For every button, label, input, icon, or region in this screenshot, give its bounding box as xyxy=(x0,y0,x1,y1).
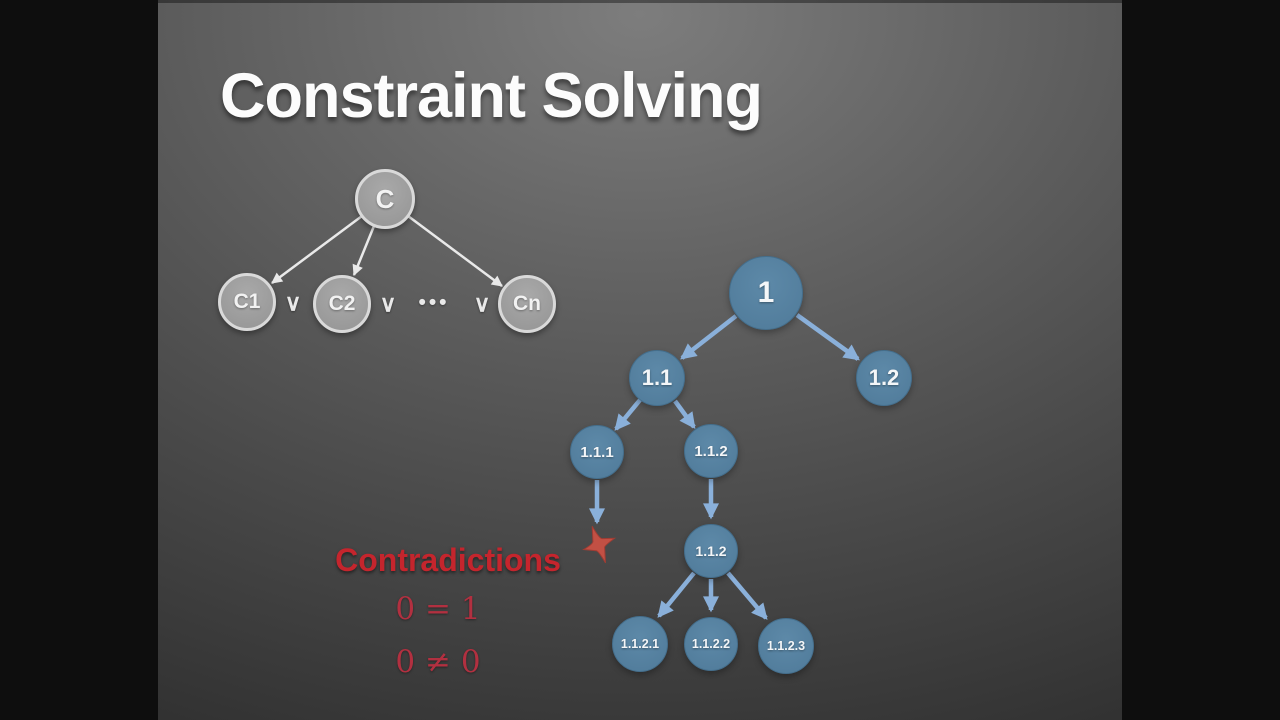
contradictions-heading: Contradictions xyxy=(335,542,561,578)
search-node-1.1.2.1: 1.1.2.1 xyxy=(612,616,668,672)
search-node-1.1.1: 1.1.1 xyxy=(570,425,624,479)
contradiction-equation-2: 0 ≠ 0 xyxy=(395,644,481,680)
clause-node-c: C xyxy=(355,169,415,229)
arrow-c-to-cn xyxy=(407,214,503,288)
search-node-1.1.2.3: 1.1.2.3 xyxy=(758,618,814,674)
arrow-c-to-c2 xyxy=(352,225,376,277)
arrow-1.1-to-1.1.2 xyxy=(673,399,696,429)
search-node-1.1: 1.1 xyxy=(629,350,685,406)
slide-top-edge xyxy=(158,0,1122,3)
search-tree-arrows xyxy=(589,313,860,620)
search-node-1: 1 xyxy=(729,256,803,330)
or-symbol-3: ∨ xyxy=(473,290,491,317)
or-symbol-1: ∨ xyxy=(284,289,302,316)
search-node-1.1.2-expanded: 1.1.2 xyxy=(684,524,738,578)
clause-node-c1: C1 xyxy=(218,273,276,331)
or-symbol-2: ∨ xyxy=(379,290,397,317)
clause-node-c2: C2 xyxy=(313,275,371,333)
arrow-1.1.2-to-1.1.2.1 xyxy=(657,571,696,618)
search-node-1.1.2: 1.1.2 xyxy=(684,424,738,478)
slide-title: Constraint Solving xyxy=(220,61,763,131)
clause-tree-arrows xyxy=(271,214,503,288)
slide-canvas: Constraint Solving xyxy=(158,0,1122,720)
search-node-1.1.2.2: 1.1.2.2 xyxy=(684,617,738,671)
clause-node-cn: Cn xyxy=(498,275,556,333)
arrow-1-to-1.1 xyxy=(680,314,738,360)
arrow-c-to-c1 xyxy=(271,214,363,285)
search-node-1.2: 1.2 xyxy=(856,350,912,406)
arrow-1-to-1.2 xyxy=(795,313,860,361)
arrow-1.1-to-1.1.1 xyxy=(614,398,642,431)
arrow-1.1.2-to-1.1.2.3 xyxy=(726,571,768,620)
contradiction-equation-1: 0 = 1 xyxy=(395,591,481,627)
tree-edges-layer xyxy=(271,214,860,620)
contradiction-star-icon xyxy=(582,525,617,564)
ellipsis-dots: ••• xyxy=(418,291,450,314)
